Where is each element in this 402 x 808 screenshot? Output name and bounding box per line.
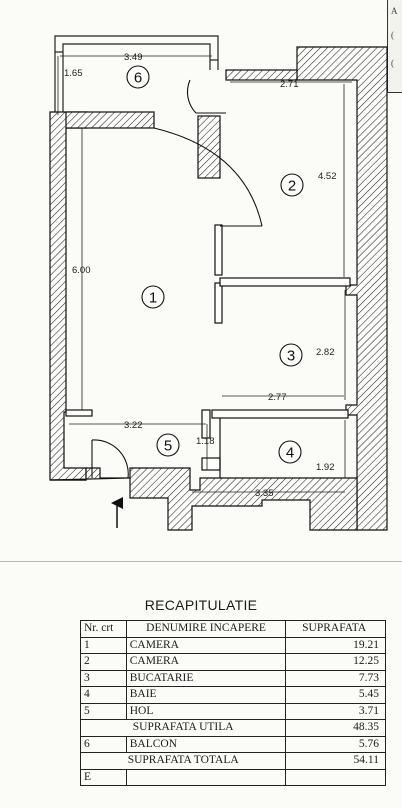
svg-text:2: 2 xyxy=(288,178,296,195)
floor-plan: 6 2 1 3 5 4 3.49 1.65 2.71 4.52 6.00 2.8… xyxy=(49,35,388,531)
room-number-5: 5 xyxy=(156,433,180,457)
dim-room1-depth: 6.00 xyxy=(72,265,91,276)
section-divider xyxy=(0,561,402,562)
header-area: SUPRAFATA xyxy=(285,620,386,638)
table-row: 3 BUCATARIE 7.73 xyxy=(80,669,386,687)
svg-text:5: 5 xyxy=(164,438,172,455)
dimension-labels: 3.49 1.65 2.71 4.52 6.00 2.82 2.77 3.22 … xyxy=(64,52,337,499)
dim-kitchen-depth: 2.82 xyxy=(316,347,335,358)
structural-walls xyxy=(49,46,388,531)
svg-text:1: 1 xyxy=(149,290,157,307)
total-area-row: SUPRAFATA TOTALA 54.11 xyxy=(79,752,386,770)
dim-hall-width: 3.22 xyxy=(124,420,143,431)
table-row: E xyxy=(80,768,386,786)
door-swings xyxy=(91,79,263,479)
room-number-2: 2 xyxy=(280,173,304,197)
dim-room2-depth: 4.52 xyxy=(318,171,337,182)
stamp-char: ( xyxy=(391,58,394,68)
dim-hall-small: 1.18 xyxy=(196,436,215,447)
useful-area-row: SUPRAFATA UTILA 48.35 xyxy=(79,719,386,737)
dim-balcony-depth: 1.65 xyxy=(64,68,83,79)
room-number-4: 4 xyxy=(278,440,302,464)
table-row: 2 CAMERA 12.25 xyxy=(80,653,386,671)
room-number-3: 3 xyxy=(279,343,303,367)
dim-room2-width: 2.71 xyxy=(280,79,299,90)
table-row: 6 BALCON 5.76 xyxy=(80,735,386,753)
header-nr: Nr. crt xyxy=(80,620,127,638)
useful-area-value: 48.35 xyxy=(285,719,386,737)
svg-text:6: 6 xyxy=(134,70,142,87)
svg-text:3: 3 xyxy=(287,348,295,365)
useful-area-label: SUPRAFATA UTILA xyxy=(79,719,287,737)
room-number-1: 1 xyxy=(141,285,165,309)
table-row: 1 CAMERA 19.21 xyxy=(80,636,386,654)
table-row: 4 BAIE 5.45 xyxy=(80,686,386,704)
dim-kitchen-width: 2.77 xyxy=(268,392,287,403)
dim-balcony-width: 3.49 xyxy=(124,52,143,63)
stamp-char: ( xyxy=(391,30,394,40)
dim-bath-depth: 1.92 xyxy=(316,462,335,473)
header-name: DENUMIRE INCAPERE xyxy=(125,620,287,638)
balcony-railing xyxy=(54,35,219,112)
total-area-label: SUPRAFATA TOTALA xyxy=(79,752,287,770)
recap-table: Nr. crt DENUMIRE INCAPERE SUPRAFATA 1 CA… xyxy=(79,620,386,786)
svg-text:4: 4 xyxy=(286,445,294,462)
dim-bath-width: 3.35 xyxy=(255,488,274,499)
table-row: 5 HOL 3.71 xyxy=(80,702,386,720)
interior-partitions xyxy=(65,224,351,478)
room-number-6: 6 xyxy=(126,65,150,89)
dimension-lines xyxy=(57,55,352,493)
stamp-char: A xyxy=(391,6,398,16)
table-header-row: Nr. crt DENUMIRE INCAPERE SUPRAFATA xyxy=(80,620,386,638)
recap-title: RECAPITULATIE xyxy=(144,597,258,613)
footer-fragment: E xyxy=(80,768,127,786)
room-labels: 6 2 1 3 5 4 xyxy=(126,65,304,464)
total-area-value: 54.11 xyxy=(285,752,386,770)
